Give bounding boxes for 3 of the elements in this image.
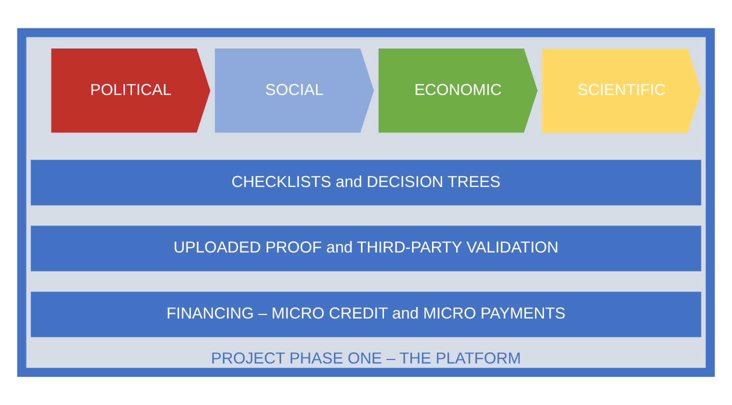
- node-box: UPLOADED PROOF and THIRD-PARTY VALIDATION: [30, 226, 702, 272]
- node-box: FINANCING – MICRO CREDIT and MICRO PAYMENTS: [30, 292, 702, 338]
- node-box: CHECKLISTS and DECISION TREES: [30, 160, 702, 206]
